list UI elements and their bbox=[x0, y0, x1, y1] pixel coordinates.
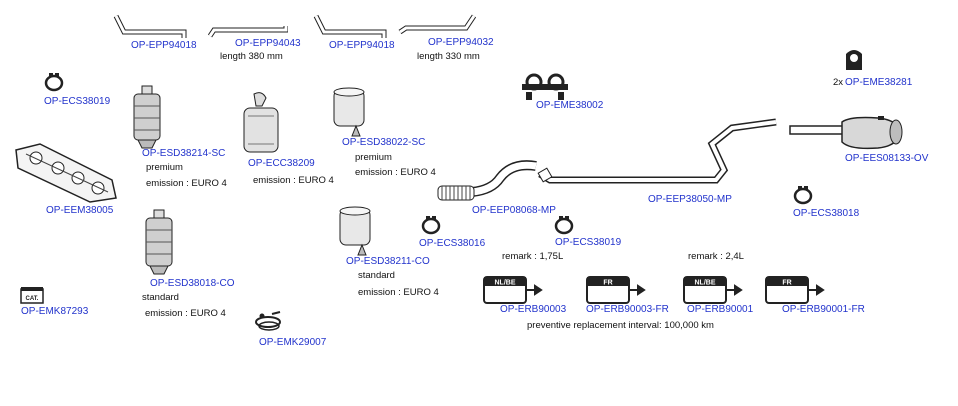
flex-front-pipe-image bbox=[432, 156, 544, 206]
exhaust-manifold-image bbox=[12, 140, 122, 206]
part-link-epp94018-a[interactable]: OP-EPP94018 bbox=[131, 40, 197, 51]
length-note-330: length 330 mm bbox=[417, 51, 480, 62]
repair-box-icon-erb90003: NL/BE bbox=[483, 276, 543, 304]
mounting-bracket-icon-eme38002 bbox=[518, 70, 572, 102]
emission-note-esd38214: emission : EURO 4 bbox=[146, 178, 227, 189]
part-link-eep08068[interactable]: OP-EEP08068-MP bbox=[472, 205, 556, 216]
replacement-interval-note: preventive replacement interval: 100,000… bbox=[527, 320, 714, 331]
part-link-erb90001[interactable]: OP-ERB90001 bbox=[687, 304, 754, 315]
region-badge-erb90003-fr: FR bbox=[603, 280, 612, 287]
quantity-prefix: 2x bbox=[833, 77, 844, 88]
rear-silencer-image bbox=[786, 112, 908, 152]
emission-note-esd38211: emission : EURO 4 bbox=[358, 287, 439, 298]
cat-kit-box-label: CAT. bbox=[26, 296, 39, 302]
clamp-ring-icon-ecs38016 bbox=[420, 215, 442, 235]
emission-note-esd38022: emission : EURO 4 bbox=[355, 167, 436, 178]
part-link-erb90003[interactable]: OP-ERB90003 bbox=[500, 304, 567, 315]
part-link-ecc38209[interactable]: OP-ECC38209 bbox=[248, 158, 315, 169]
emission-note-esd38018: emission : EURO 4 bbox=[145, 308, 226, 319]
remark-175l: remark : 1,75L bbox=[502, 251, 564, 262]
remark-24l: remark : 2,4L bbox=[688, 251, 744, 262]
particulate-filter-image-esd38214 bbox=[128, 84, 166, 150]
grade-note-esd38018: standard bbox=[142, 292, 179, 303]
part-link-eme38002[interactable]: OP-EME38002 bbox=[536, 100, 604, 111]
part-link-erb90001-fr[interactable]: OP-ERB90001-FR bbox=[782, 304, 865, 315]
part-link-esd38022[interactable]: OP-ESD38022-SC bbox=[342, 137, 426, 148]
particulate-filter-image-esd38211 bbox=[336, 205, 376, 257]
repair-box-icon-erb90001: NL/BE bbox=[683, 276, 743, 304]
grade-note-esd38214: premium bbox=[146, 162, 183, 173]
part-link-esd38214[interactable]: OP-ESD38214-SC bbox=[142, 148, 226, 159]
mounting-kit-icon-emk29007 bbox=[254, 310, 284, 334]
part-link-eep38050[interactable]: OP-EEP38050-MP bbox=[648, 194, 732, 205]
part-link-ecs38019-a[interactable]: OP-ECS38019 bbox=[44, 96, 111, 107]
part-link-esd38211[interactable]: OP-ESD38211-CO bbox=[346, 256, 430, 267]
clamp-ring-icon-ecs38018 bbox=[792, 185, 814, 205]
region-badge-erb90003: NL/BE bbox=[495, 280, 516, 287]
epp94032-pipe-image bbox=[398, 12, 478, 36]
grade-note-esd38211: standard bbox=[358, 270, 395, 281]
region-badge-erb90001-fr: FR bbox=[782, 280, 791, 287]
part-link-ecs38016[interactable]: OP-ECS38016 bbox=[419, 238, 486, 249]
grade-note-esd38022: premium bbox=[355, 152, 392, 163]
part-link-epp94043[interactable]: OP-EPP94043 bbox=[235, 38, 301, 49]
part-link-epp94032[interactable]: OP-EPP94032 bbox=[428, 37, 494, 48]
particulate-filter-image-esd38022 bbox=[330, 86, 370, 138]
part-link-erb90003-fr[interactable]: OP-ERB90003-FR bbox=[586, 304, 669, 315]
particulate-filter-image-esd38018 bbox=[140, 208, 178, 276]
epp94018-pipe-image-a bbox=[112, 12, 188, 38]
cat-kit-box-icon: CAT. bbox=[20, 286, 44, 304]
part-link-ecs38019-b[interactable]: OP-ECS38019 bbox=[555, 237, 622, 248]
repair-box-icon-erb90001-fr: FR bbox=[765, 276, 825, 304]
length-note-380: length 380 mm bbox=[220, 51, 283, 62]
repair-box-icon-erb90003-fr: FR bbox=[586, 276, 646, 304]
part-link-eem38005[interactable]: OP-EEM38005 bbox=[46, 205, 114, 216]
catalytic-converter-image-ecc38209 bbox=[240, 92, 284, 156]
part-link-ecs38018[interactable]: OP-ECS38018 bbox=[793, 208, 860, 219]
center-exhaust-pipe-image bbox=[536, 114, 784, 190]
part-link-emk87293[interactable]: OP-EMK87293 bbox=[21, 306, 89, 317]
emission-note-ecc38209: emission : EURO 4 bbox=[253, 175, 334, 186]
part-link-esd38018[interactable]: OP-ESD38018-CO bbox=[150, 278, 235, 289]
region-badge-erb90001: NL/BE bbox=[695, 280, 716, 287]
clamp-ring-icon-ecs38019-a bbox=[43, 72, 65, 92]
part-link-epp94018-b[interactable]: OP-EPP94018 bbox=[329, 40, 395, 51]
part-link-emk29007[interactable]: OP-EMK29007 bbox=[259, 337, 327, 348]
part-link-ees08133[interactable]: OP-EES08133-OV bbox=[845, 153, 929, 164]
epp94043-pipe-image bbox=[208, 20, 288, 38]
clamp-ring-icon-ecs38019-b bbox=[553, 215, 575, 235]
epp94018-pipe-image-b bbox=[312, 12, 388, 38]
part-link-eme38281[interactable]: OP-EME38281 bbox=[845, 77, 913, 88]
rubber-hanger-icon-eme38281 bbox=[842, 46, 866, 72]
